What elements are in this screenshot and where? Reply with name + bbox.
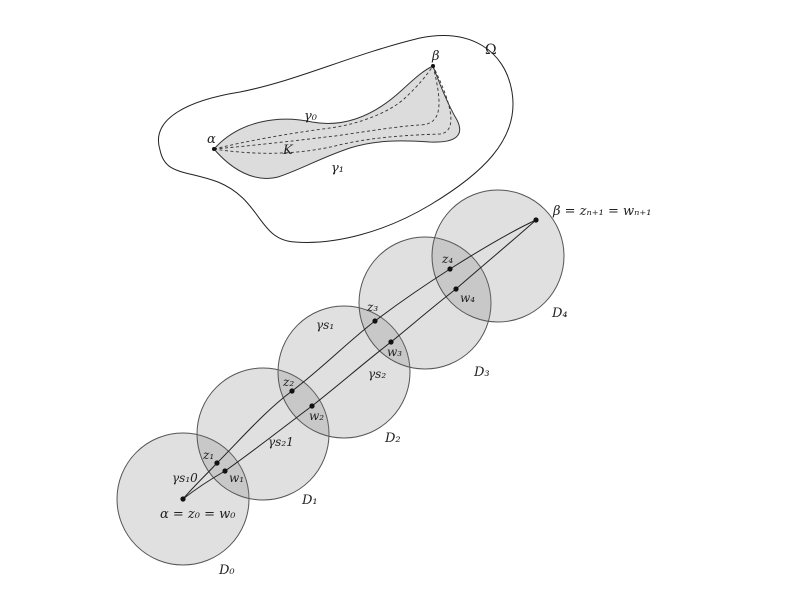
- omega-figure: Ω α β γ₀ γ₁ K: [158, 35, 514, 243]
- point-z1: [214, 460, 220, 466]
- point-beta: [533, 217, 539, 223]
- point-w3: [388, 339, 394, 345]
- disk-label-d4: D₄: [551, 306, 568, 321]
- disk-label-d1: D₁: [301, 493, 318, 508]
- label-gamma-s2: γs₂: [368, 367, 386, 381]
- label-end: β = zₙ₊₁ = wₙ₊₁: [552, 204, 652, 219]
- point-w2: [309, 403, 315, 409]
- label-w2: w₂: [309, 409, 324, 423]
- disk-label-d3: D₃: [473, 365, 490, 380]
- k-label: K: [282, 143, 294, 158]
- label-w1: w₁: [229, 471, 244, 485]
- label-gamma-s1: γs₁: [316, 318, 334, 332]
- beta-label: β: [431, 49, 440, 64]
- point-alpha: [180, 496, 186, 502]
- disk-label-d2: D₂: [384, 431, 401, 446]
- beta-point: [431, 64, 435, 68]
- point-w1: [222, 468, 228, 474]
- homotopy-curve-2: [213, 65, 440, 150]
- point-z3: [372, 318, 378, 324]
- homotopy-curve-1: [213, 65, 434, 150]
- label-start: α = z₀ = w₀: [160, 507, 236, 522]
- label-gamma-s1-0: γs₁0: [172, 471, 198, 485]
- homotopy-curve-3: [213, 65, 452, 154]
- label-z3: z₃: [366, 300, 378, 314]
- disk-label-d0: D₀: [218, 563, 235, 578]
- disk-d3: [358, 236, 492, 370]
- label-w3: w₃: [387, 345, 402, 359]
- alpha-point: [212, 147, 216, 151]
- disk-chain: D₀ D₁ D₂ D₃ D₄ z₁ z₂ z₃ z₄ w₁ w₂ w₃ w₄ γ…: [116, 189, 652, 578]
- alpha-label: α: [207, 132, 216, 147]
- label-z4: z₄: [441, 252, 453, 266]
- label-w4: w₄: [460, 291, 475, 305]
- gamma1-label: γ₁: [331, 161, 344, 176]
- gamma0-label: γ₀: [304, 109, 318, 124]
- point-w4: [453, 286, 459, 292]
- point-z2: [289, 388, 295, 394]
- label-z1: z₁: [202, 448, 214, 462]
- disk-d4: [431, 189, 565, 323]
- label-gamma-s2-1: γs₂1: [268, 435, 294, 449]
- point-z4: [447, 266, 453, 272]
- omega-label: Ω: [485, 42, 497, 58]
- omega-boundary: [158, 35, 514, 243]
- k-region: [213, 65, 461, 179]
- label-z2: z₂: [282, 375, 294, 389]
